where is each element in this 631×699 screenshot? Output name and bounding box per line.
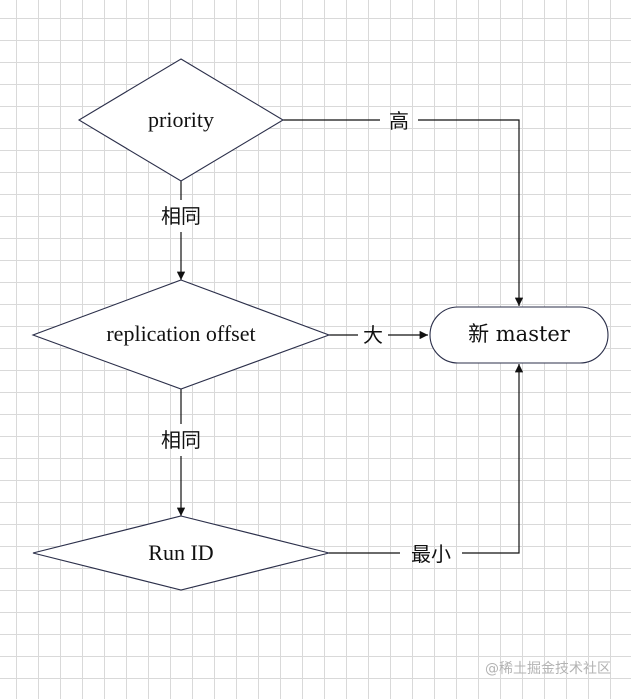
- edge-label-high: 高: [389, 109, 409, 133]
- edge-label-same-2: 相同: [161, 428, 201, 452]
- edge-label-large: 大: [363, 323, 383, 347]
- priority-label: priority: [148, 107, 214, 132]
- run-id-diamond: [32, 515, 330, 591]
- watermark-text: @稀土掘金技术社区: [485, 661, 611, 677]
- priority-diamond: [77, 58, 285, 182]
- edge-priority-to-master: [283, 119, 519, 306]
- edge-label-same-1: 相同: [161, 204, 201, 228]
- edge-runid-to-master: [329, 364, 519, 554]
- replication-offset-diamond: [31, 279, 331, 390]
- replication-offset-label: replication offset: [106, 321, 255, 346]
- new-master-label: 新 master: [468, 322, 571, 346]
- edge-label-smallest: 最小: [411, 542, 451, 566]
- new-master-terminal: [429, 306, 609, 364]
- run-id-label: Run ID: [148, 540, 213, 565]
